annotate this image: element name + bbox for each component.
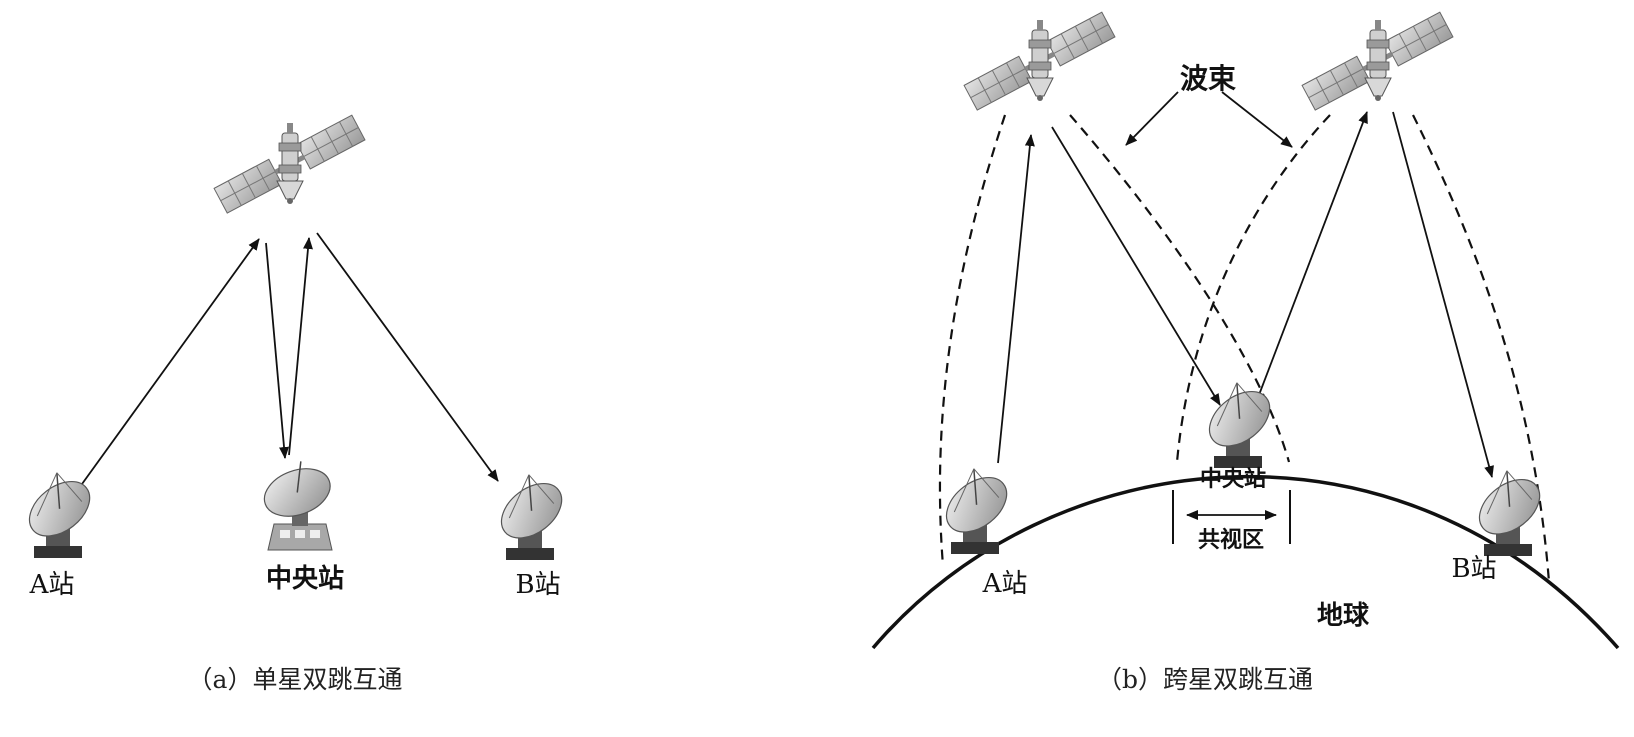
central-station-dish-icon <box>1193 373 1281 469</box>
beam-right-outer <box>1412 114 1551 583</box>
downlink-b-arrow <box>316 232 499 482</box>
uplink-center-arrow <box>1253 111 1368 409</box>
earth-label: 地球 <box>1317 601 1370 631</box>
satellite-right-icon <box>1301 11 1454 111</box>
beam-left-outer <box>938 114 1007 567</box>
common-view-label: 共视区 <box>1198 527 1264 553</box>
downlink-b-arrow <box>1392 111 1494 478</box>
station-b-label: B站 <box>1451 554 1496 584</box>
station-b-dish-icon <box>1463 461 1551 557</box>
satellite-icon <box>213 114 366 214</box>
station-b-dish-icon <box>485 465 573 561</box>
satellite-left-icon <box>963 11 1116 111</box>
station-b-label: B站 <box>515 570 560 600</box>
caption-b: （b）跨星双跳互通 <box>1097 665 1313 694</box>
uplink-a-arrow <box>997 134 1035 464</box>
station-a-label: A站 <box>982 569 1028 599</box>
station-a-label: A站 <box>29 570 75 600</box>
panel-a: A站 中央站 B站 （a）单星双跳互通 <box>13 114 573 694</box>
central-station-label: 中央站 <box>266 564 344 594</box>
beam-pointer-right <box>1221 91 1293 148</box>
central-station-label: 中央站 <box>1200 466 1266 492</box>
beam-label: 波束 <box>1180 62 1236 95</box>
downlink-center-arrow <box>265 242 290 459</box>
uplink-a-arrow <box>81 238 260 485</box>
panel-b: 波束 A站 中央站 B站 共视区 地球 （b）跨星双跳互通 <box>871 11 1620 694</box>
beam-pointer-left <box>1125 91 1179 146</box>
downlink-center-arrow <box>1051 126 1221 406</box>
beam-left-inner <box>1069 114 1291 463</box>
beam-right-inner <box>1175 114 1331 463</box>
caption-a: （a）单星双跳互通 <box>188 665 403 694</box>
central-station-dish-icon <box>254 453 338 551</box>
earth-surface <box>871 474 1620 650</box>
uplink-center-arrow <box>288 237 313 456</box>
